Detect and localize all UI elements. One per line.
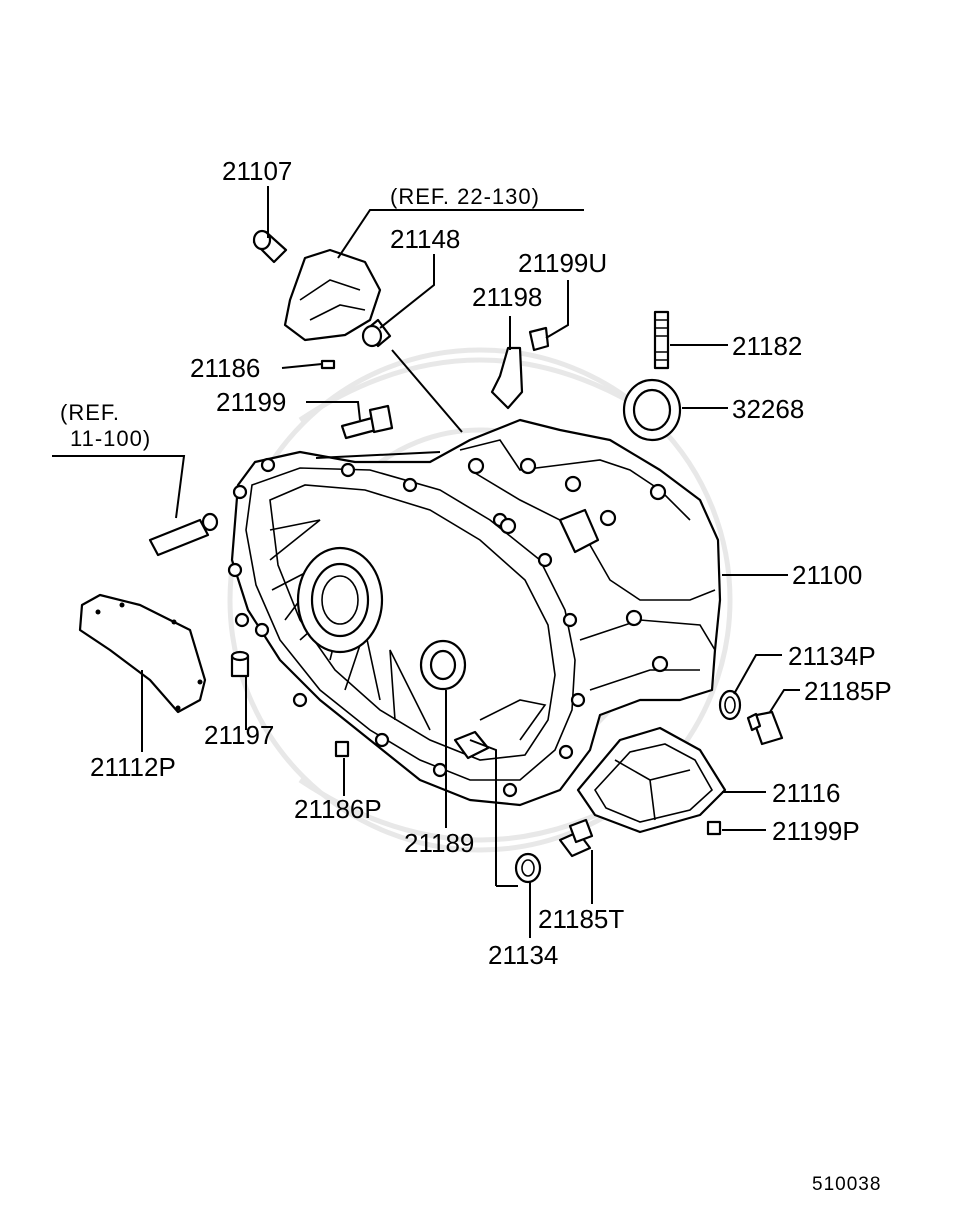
label-21148: 21148	[390, 224, 460, 254]
plug-21185P	[746, 710, 784, 746]
label-21112P: 21112P	[90, 752, 176, 782]
bolt-21199P	[706, 820, 722, 836]
bolt-21199	[340, 404, 394, 440]
label-21198: 21198	[472, 282, 542, 312]
label-ref-11-100-line1: (REF.	[60, 400, 120, 425]
label-21197: 21197	[204, 720, 274, 750]
pin-21186P	[334, 740, 350, 758]
label-21134: 21134	[488, 940, 558, 970]
cover-21116	[576, 726, 727, 834]
label-21134P: 21134P	[788, 641, 876, 671]
cover-plate-21112P	[78, 593, 207, 714]
label-21100: 21100	[792, 560, 862, 590]
bracket-21198	[490, 346, 524, 410]
plug-21185T	[558, 818, 594, 858]
washer-21134	[514, 852, 542, 884]
shift-housing-ref-22-130	[283, 248, 382, 342]
bushing-21148	[361, 318, 392, 348]
stud-21182	[653, 310, 670, 370]
pin-21186	[320, 359, 336, 370]
bushing-21197	[230, 650, 250, 678]
washer-21134P	[718, 689, 742, 721]
part-ref-11-100	[148, 512, 219, 557]
label-21199: 21199	[216, 387, 286, 417]
label-21116: 21116	[772, 778, 840, 808]
label-21107: 21107	[222, 156, 292, 186]
label-21186P: 21186P	[294, 794, 382, 824]
leader-lines	[52, 186, 800, 938]
label-ref-22-130: (REF. 22-130)	[390, 184, 540, 209]
label-21199P: 21199P	[772, 816, 860, 846]
bolt-21199U	[528, 326, 550, 352]
plug-21107	[252, 229, 288, 264]
label-21199U: 21199U	[518, 248, 607, 278]
label-32268: 32268	[732, 394, 804, 424]
part-labels: 21107 (REF. 22-130) 21148 21199U 21198 2…	[60, 156, 892, 1195]
oil-seal-32268	[622, 378, 682, 442]
label-21189: 21189	[404, 828, 474, 858]
label-ref-11-100-line2: 11-100)	[70, 426, 151, 451]
label-21186: 21186	[190, 353, 260, 383]
diagram-code: 510038	[812, 1174, 881, 1195]
transaxle-case-21100	[227, 418, 722, 807]
label-21182: 21182	[732, 331, 802, 361]
label-21185T: 21185T	[538, 904, 624, 934]
label-21185P: 21185P	[804, 676, 892, 706]
